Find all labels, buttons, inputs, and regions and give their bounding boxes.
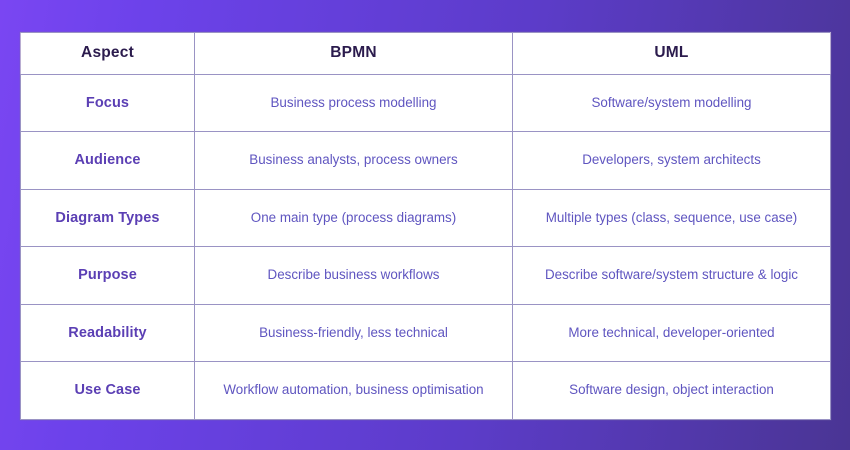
cell-bpmn: Workflow automation, business optimisati… — [194, 361, 513, 420]
cell-uml: Software/system modelling — [512, 73, 831, 132]
cell-bpmn: Business-friendly, less technical — [194, 303, 513, 362]
table-row: Focus Business process modelling Softwar… — [20, 73, 831, 132]
cell-aspect: Focus — [20, 73, 195, 132]
cell-uml: Describe software/system structure & log… — [512, 246, 831, 305]
column-header-bpmn: BPMN — [194, 31, 513, 75]
cell-uml: Software design, object interaction — [512, 361, 831, 420]
table-header-row: Aspect BPMN UML — [20, 31, 831, 75]
table-row: Use Case Workflow automation, business o… — [20, 361, 831, 420]
column-header-aspect: Aspect — [20, 31, 195, 75]
cell-uml: More technical, developer-oriented — [512, 303, 831, 362]
cell-bpmn: One main type (process diagrams) — [194, 188, 513, 247]
cell-aspect: Audience — [20, 131, 195, 190]
cell-bpmn: Business process modelling — [194, 73, 513, 132]
column-header-uml: UML — [512, 31, 831, 75]
table-row: Audience Business analysts, process owne… — [20, 131, 831, 190]
comparison-table-container: Aspect BPMN UML Focus Business process m… — [20, 31, 831, 420]
table-row: Readability Business-friendly, less tech… — [20, 303, 831, 362]
table-row: Diagram Types One main type (process dia… — [20, 188, 831, 247]
cell-aspect: Diagram Types — [20, 188, 195, 247]
cell-bpmn: Business analysts, process owners — [194, 131, 513, 190]
table-body: Focus Business process modelling Softwar… — [20, 73, 831, 420]
table-header: Aspect BPMN UML — [20, 31, 831, 75]
cell-uml: Developers, system architects — [512, 131, 831, 190]
cell-uml: Multiple types (class, sequence, use cas… — [512, 188, 831, 247]
cell-aspect: Use Case — [20, 361, 195, 420]
table-row: Purpose Describe business workflows Desc… — [20, 246, 831, 305]
cell-aspect: Readability — [20, 303, 195, 362]
cell-bpmn: Describe business workflows — [194, 246, 513, 305]
comparison-table: Aspect BPMN UML Focus Business process m… — [20, 31, 831, 420]
cell-aspect: Purpose — [20, 246, 195, 305]
